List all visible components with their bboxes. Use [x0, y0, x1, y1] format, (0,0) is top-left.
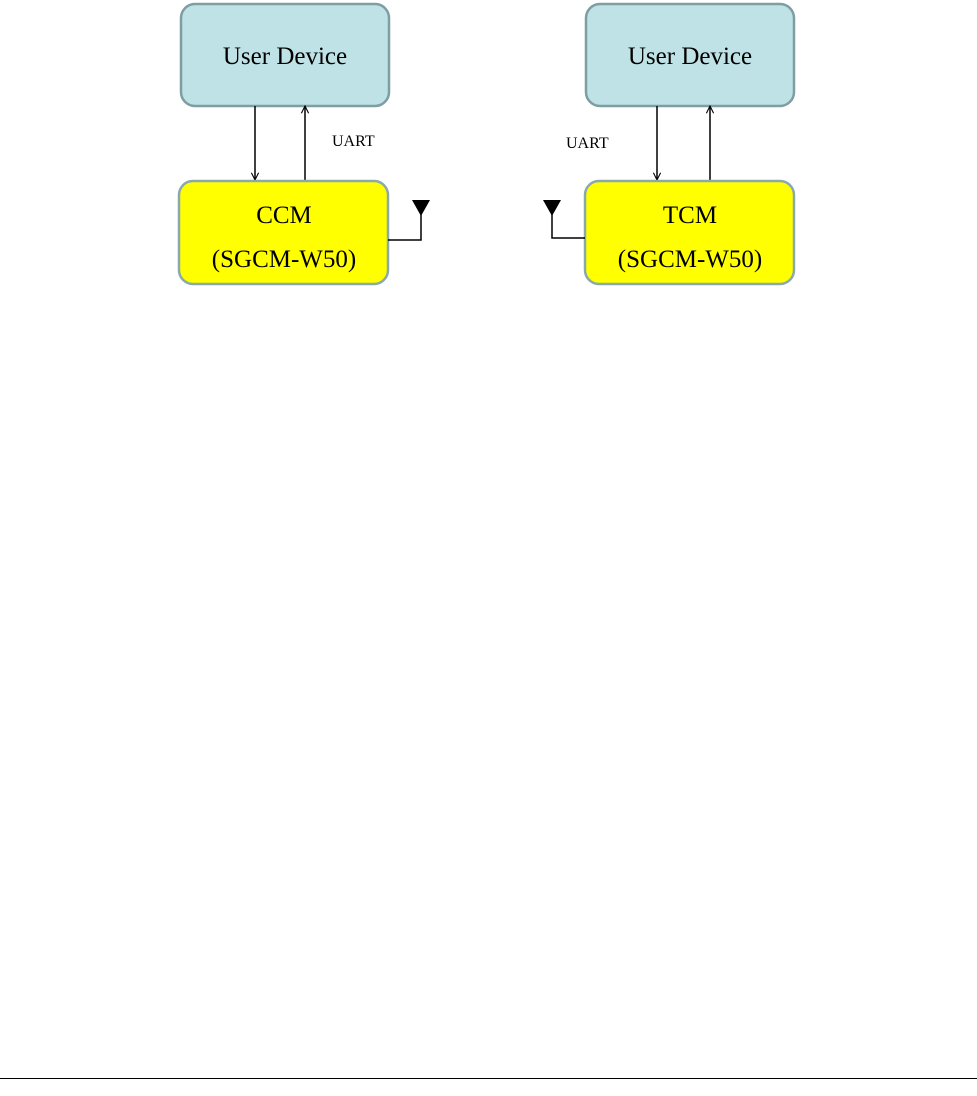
right-user-device-label: User Device — [628, 43, 752, 70]
left-user-device-label: User Device — [223, 43, 347, 70]
right-antenna-icon — [543, 200, 585, 238]
left-group: User Device UART CCM (SGCM-W50) — [179, 4, 430, 284]
right-uart-label: UART — [566, 135, 609, 152]
left-module-name: CCM — [256, 202, 312, 229]
left-antenna-icon — [388, 200, 430, 240]
left-module-model: (SGCM-W50) — [212, 246, 356, 273]
left-uart-label: UART — [332, 133, 375, 150]
right-module-name: TCM — [663, 202, 717, 229]
right-group: User Device UART TCM (SGCM-W50) — [543, 4, 794, 284]
right-module-model: (SGCM-W50) — [618, 246, 762, 273]
footer-rule — [0, 1078, 977, 1079]
